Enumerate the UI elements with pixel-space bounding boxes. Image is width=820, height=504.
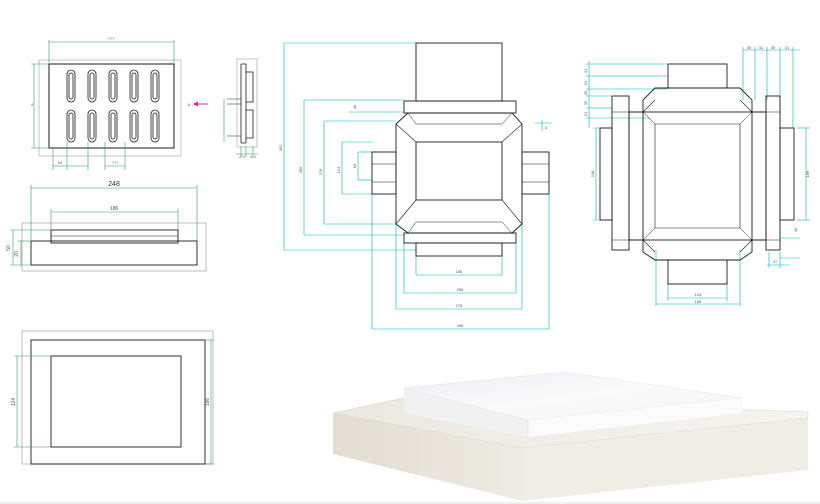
die-cut-net-lid: 492 306 276 124 54 40 4 186 256 276 336 bbox=[278, 42, 552, 330]
box-3d-render bbox=[332, 371, 809, 501]
net-base-w1-label: 124 bbox=[695, 292, 702, 297]
tray-side-section: 2.0 4.4 bbox=[223, 58, 258, 159]
side-depth-b-label: 4.4 bbox=[250, 154, 256, 159]
plan-outer-outline bbox=[30, 339, 206, 465]
tray-top-dimensions bbox=[31, 40, 175, 170]
side-section-profile bbox=[240, 63, 247, 144]
net-base-right-height-label: 186 bbox=[805, 170, 810, 177]
elevation-dimensions bbox=[10, 185, 198, 266]
tray-ghost-outline bbox=[38, 59, 182, 157]
base-side-face bbox=[522, 418, 808, 501]
front-elevation-view: 248 186 50 20 bbox=[6, 181, 207, 272]
net-base-left-3-label: 30 bbox=[583, 90, 588, 95]
tray-top-width-label: ??? bbox=[108, 36, 115, 41]
net-base-left-2-label: 31 bbox=[583, 80, 588, 85]
net-base-top-2-label: 31 bbox=[759, 45, 764, 50]
section-callout-marker: A bbox=[188, 102, 191, 107]
elevation-lid-block bbox=[50, 229, 179, 244]
tray-outer-outline bbox=[48, 63, 175, 149]
elevation-width-inner-label: 186 bbox=[110, 206, 119, 212]
net-lid-height-total-label: 492 bbox=[278, 144, 283, 151]
tray-top-view: ??? 4 54 ??? bbox=[31, 36, 182, 170]
elevation-height-base-label: 20 bbox=[14, 251, 20, 257]
plan-inner-height-label: 124 bbox=[11, 398, 17, 407]
tray-slot-pitch-a-label: 54 bbox=[58, 160, 63, 165]
net-lid-height-4-label: 124 bbox=[336, 166, 341, 173]
net-lid-w1-label: 186 bbox=[456, 269, 463, 274]
net-base-top-3-label: 30 bbox=[771, 45, 776, 50]
net-base-w2-label: 186 bbox=[695, 299, 702, 304]
net-base-top-4-label: 31 bbox=[785, 45, 790, 50]
tray-slot-pitch-b-label: ??? bbox=[112, 160, 119, 165]
plan-dimensions bbox=[14, 339, 214, 465]
net-base-right-small-2-label: 47 bbox=[773, 259, 778, 264]
elevation-height-total-label: 50 bbox=[6, 245, 12, 251]
tray-side-height-label: 4 bbox=[31, 102, 34, 107]
plan-view: 124 186 bbox=[11, 330, 214, 465]
side-section-dimensions bbox=[223, 99, 258, 157]
net-lid-top-tab-label: 40 bbox=[352, 104, 357, 109]
net-lid-small-label: 4 bbox=[545, 125, 548, 130]
side-ghost-outline bbox=[236, 58, 258, 148]
tray-slots-bottom-row bbox=[66, 109, 160, 143]
net-lid-height-5-label: 54 bbox=[352, 163, 357, 168]
net-lid-height-3-label: 276 bbox=[318, 168, 323, 175]
net-lid-height-2-label: 306 bbox=[298, 166, 303, 173]
net-lid-w2-label: 256 bbox=[457, 287, 464, 292]
lid-side-face bbox=[528, 398, 743, 437]
net-base-left-5-label: 21 bbox=[583, 111, 588, 116]
elevation-width-outer-label: 248 bbox=[108, 181, 120, 188]
elevation-base-block bbox=[30, 240, 198, 266]
net-base-outline bbox=[599, 63, 795, 285]
net-base-left-1-label: 41 bbox=[583, 68, 588, 73]
net-base-left-height-label: 248 bbox=[590, 170, 595, 177]
tray-slots-top-row bbox=[66, 69, 160, 103]
net-base-left-4-label: 30 bbox=[583, 100, 588, 105]
net-base-dimensions bbox=[586, 47, 810, 306]
section-callout-arrow: A bbox=[188, 101, 208, 107]
plan-outer-height-label: 186 bbox=[205, 398, 211, 407]
side-depth-a-label: 2.0 bbox=[239, 154, 245, 159]
net-lid-outline bbox=[371, 42, 550, 257]
elevation-ghost-outline bbox=[21, 222, 207, 272]
net-base-right-small-1-label: 40 bbox=[793, 227, 798, 232]
lid-front-face bbox=[404, 388, 528, 437]
net-lid-w4-label: 336 bbox=[457, 323, 464, 328]
plan-inner-outline bbox=[50, 355, 182, 448]
base-front-face bbox=[333, 413, 522, 501]
net-base-top-1-label: 30 bbox=[747, 45, 752, 50]
net-lid-dimensions bbox=[283, 42, 552, 330]
net-lid-w3-label: 276 bbox=[456, 303, 463, 308]
die-cut-net-base: 30 31 30 31 41 31 30 30 21 248 186 40 47… bbox=[583, 45, 810, 306]
